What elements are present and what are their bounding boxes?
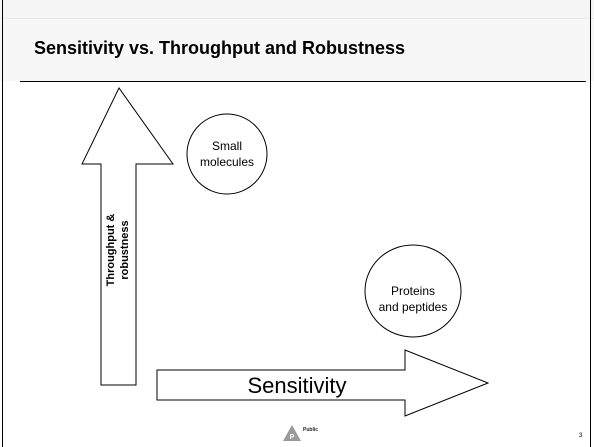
page-number: 3: [579, 433, 583, 439]
logo-letter: P: [290, 434, 295, 441]
header-band: [0, 19, 594, 81]
small-molecules-bubble: [186, 113, 268, 195]
sensitivity-label: Sensitivity: [247, 373, 347, 398]
slide-title: Sensitivity vs. Throughput and Robustnes…: [34, 38, 406, 58]
proteins-peptides-line-1: Proteins: [390, 284, 436, 298]
proteins-peptides-bubble: [364, 244, 462, 338]
throughput-arrow: [81, 87, 174, 386]
proteins-peptides-label: Proteins and peptides: [365, 283, 461, 315]
sensitivity-arrow: [156, 349, 490, 417]
classification-text: Public: [303, 427, 319, 433]
small-molecules-line-2: molecules: [199, 155, 255, 169]
proteins-peptides-line-2: and peptides: [378, 300, 448, 314]
header-divider: [20, 81, 586, 82]
public-classification-logo: P Public: [283, 424, 343, 442]
frame-right-border: [590, 0, 591, 447]
logo-triangle-icon: P: [283, 425, 301, 441]
top-bar: [0, 0, 594, 19]
small-molecules-line-1: Small: [211, 139, 242, 153]
frame-left-border: [2, 0, 3, 447]
throughput-label: Throughput & robustness: [104, 200, 134, 300]
throughput-label-text: Throughput & robustness: [105, 213, 131, 287]
small-molecules-label: Small molecules: [187, 138, 267, 170]
